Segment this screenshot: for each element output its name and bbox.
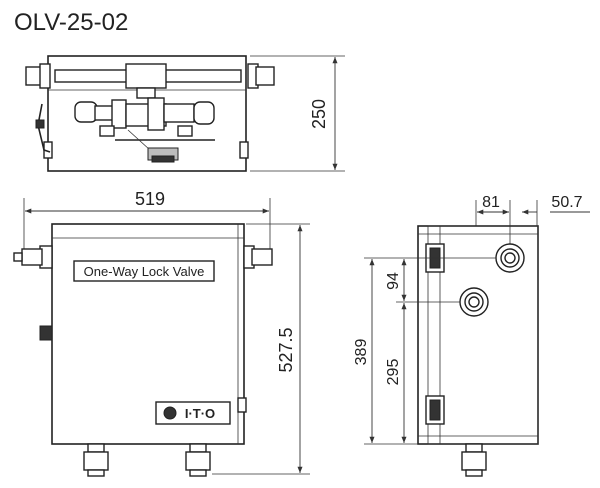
dim-front-height: 527.5 [276, 327, 296, 372]
drawing-title: OLV-25-02 [14, 9, 128, 36]
dim-side-389: 389 [353, 339, 370, 366]
dim-top-height: 250 [309, 99, 329, 129]
side-view: 81 50.7 94 295 [353, 194, 590, 477]
dim-side-81: 81 [482, 194, 500, 211]
dim-front-width: 519 [135, 189, 165, 209]
dim-side-295: 295 [385, 359, 402, 386]
top-view: 250 [25, 55, 345, 172]
dim-side-50-7: 50.7 [551, 194, 582, 211]
ito-logo: I·T·O [185, 406, 215, 421]
dim-side-94: 94 [385, 272, 402, 290]
front-view: 519 One-Way Lock Valve I·T·O [13, 189, 310, 477]
nameplate-label: One-Way Lock Valve [84, 264, 205, 279]
